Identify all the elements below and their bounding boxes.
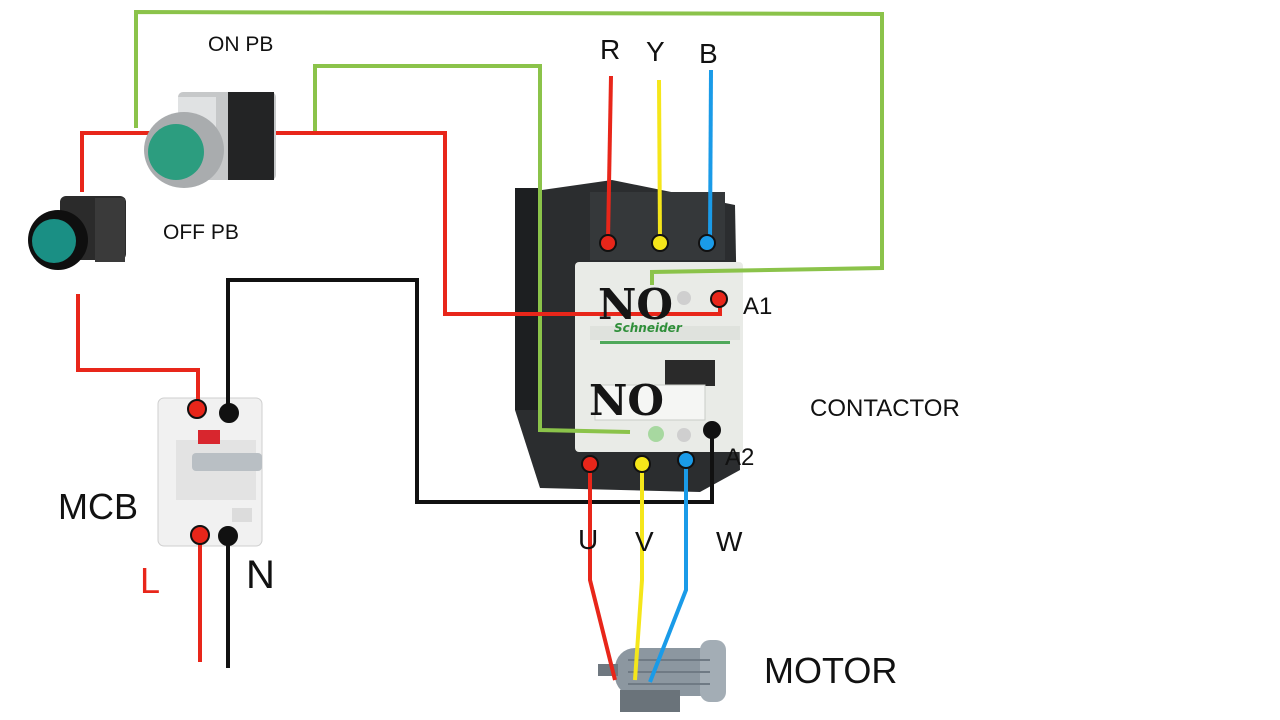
on-pb-label: ON PB (208, 33, 274, 56)
red-wires (76, 75, 722, 681)
output-w-label: W (716, 526, 743, 557)
output-v-label: V (635, 526, 654, 557)
mcb-breaker (157, 397, 263, 547)
a2-terminal-label: A2 (725, 444, 755, 471)
on-push-button (144, 92, 276, 188)
brand-label: Schneider (614, 321, 682, 335)
contactor-label: CONTACTOR (810, 395, 960, 422)
black-wires (226, 278, 714, 668)
blue-wires (648, 69, 713, 683)
output-u-label: U (578, 524, 599, 555)
mcb-label: MCB (58, 486, 138, 527)
motor-label: MOTOR (764, 650, 898, 691)
terminals (187, 234, 728, 546)
phase-y-label: Y (646, 36, 665, 67)
yellow-wires (633, 79, 662, 681)
green-wires (134, 9, 884, 434)
motor (598, 640, 726, 712)
off-pb-label: OFF PB (163, 221, 239, 244)
no-contact-lower-label: NO (589, 376, 664, 425)
phase-b-label: B (699, 38, 718, 69)
off-push-button (28, 196, 126, 270)
line-label: L (140, 560, 161, 601)
a1-terminal-label: A1 (743, 293, 773, 320)
no-contact-upper-label: NO (598, 280, 673, 329)
phase-r-label: R (600, 34, 621, 65)
neutral-label: N (246, 553, 275, 597)
